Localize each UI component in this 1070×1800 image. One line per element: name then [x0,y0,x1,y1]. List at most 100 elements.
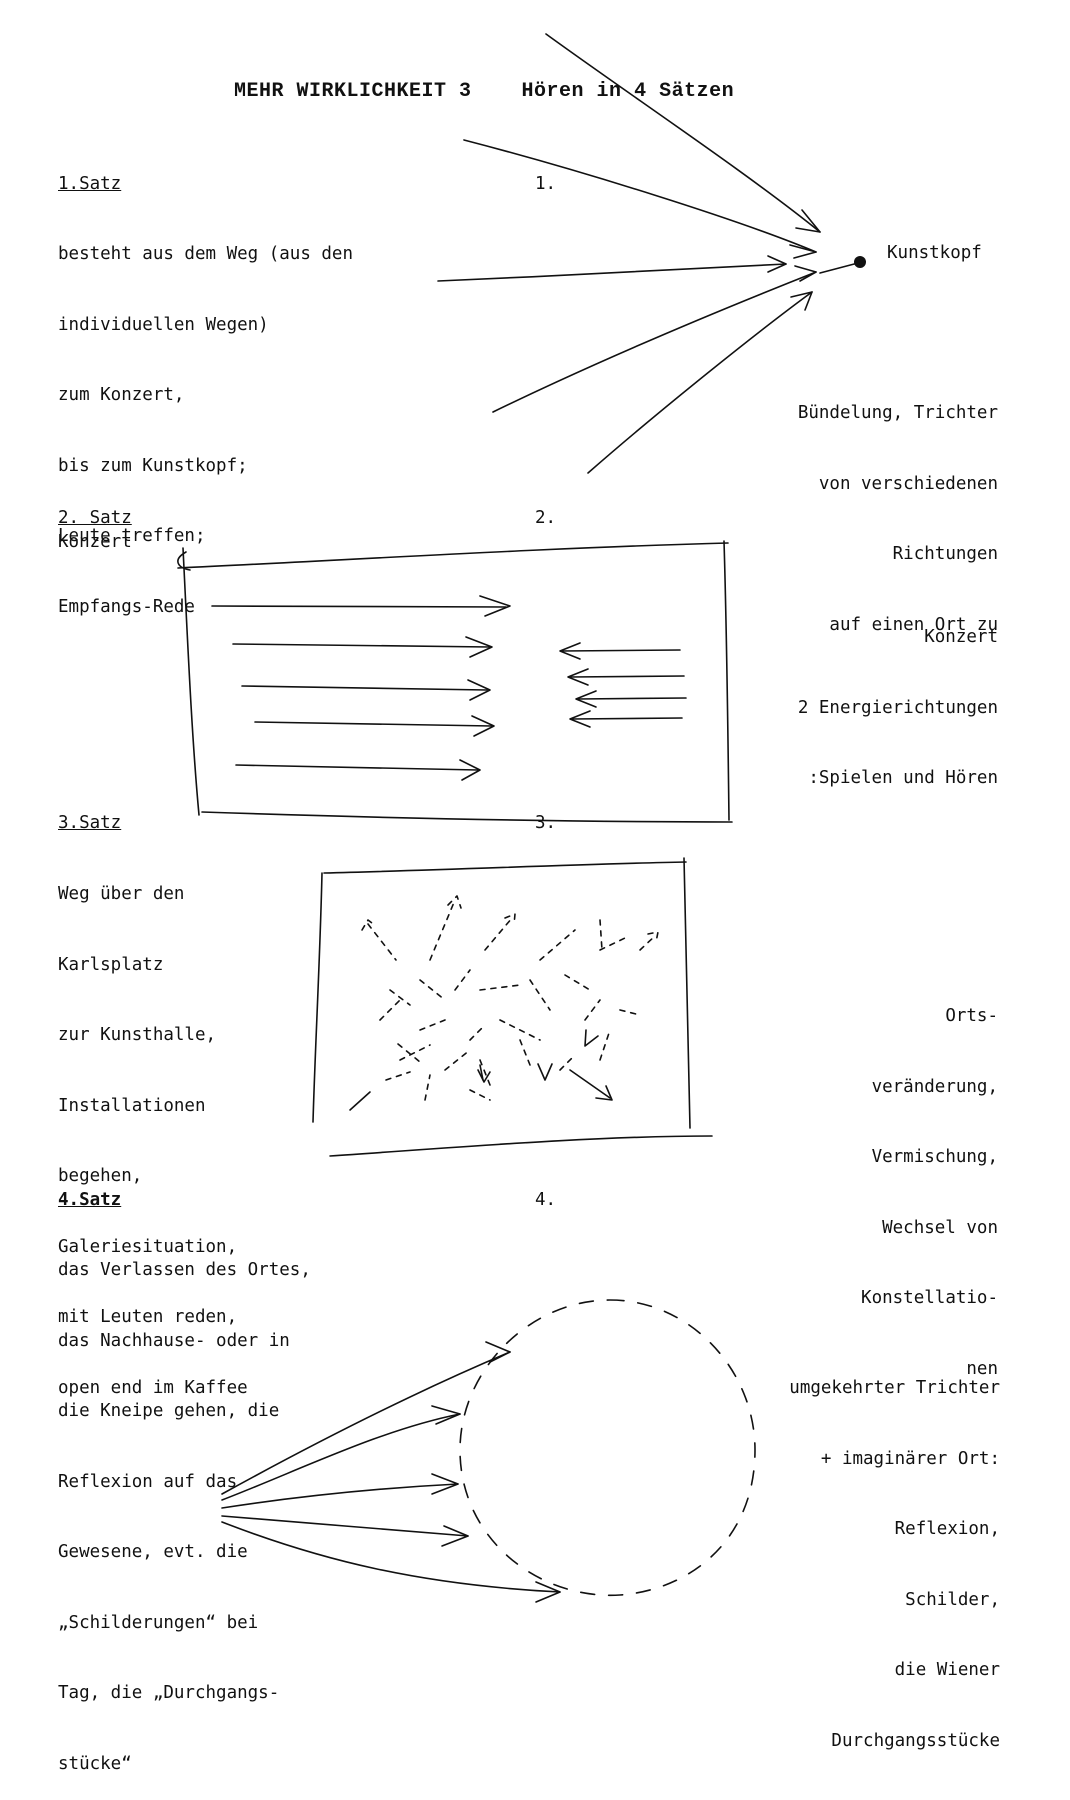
funnel-line [463,139,817,253]
arrowhead [431,1473,459,1495]
funnel-line [221,1413,461,1501]
caption-line: Schilder, [905,1589,1000,1610]
frame-line [323,861,687,874]
frame-line [723,540,730,821]
arrowhead [575,690,597,708]
body-line: Karlsplatz [58,954,164,975]
body-line: zur Kunsthalle, [58,1025,217,1045]
funnel-line [437,263,787,282]
funnel-line [545,33,821,233]
arrow-right [211,605,507,608]
funnel-line [221,1483,459,1509]
frame-line [177,542,729,569]
arrowhead [471,715,495,737]
kunstkopf-label: Kunstkopf [887,243,982,263]
arrowhead [790,291,813,311]
caption-line: nen [966,1358,998,1379]
arrowhead [567,668,589,686]
section-4-heading: 4.Satz [58,1190,122,1210]
section-2-number: 2. [535,508,557,528]
section-4-body: das Verlassen des Ortes, das Nachhause- … [58,1212,311,1800]
body-line: begehen, [58,1166,143,1186]
arrowhead [467,679,491,701]
arrowhead [441,1525,469,1547]
funnel-line [221,1351,511,1495]
arrowhead [465,636,493,658]
section-1-body: besteht aus dem Weg (aus den individuell… [58,196,353,643]
arrow-right [232,643,491,648]
arrowhead [535,1581,561,1603]
caption-line: Konstellatio- [861,1288,998,1308]
caption-line: Richtungen [892,544,998,564]
caption-line: Durchgangsstücke [831,1730,1000,1751]
funnel-line [819,262,859,274]
arrow-left [561,649,681,652]
section-2-caption: Konzert 2 Energierichtungen :Spielen und… [798,579,998,814]
section-4-number: 4. [535,1190,557,1210]
arrowhead [569,710,591,728]
arrow-right [254,721,493,727]
frame-line [312,872,323,1123]
body-line: Galeriesituation, [58,1236,238,1257]
reverse-funnel-sketch [221,1299,756,1603]
section-3-heading: 3.Satz [58,813,122,833]
arrow-right [235,764,479,771]
body-line: Reflexion auf das [58,1471,238,1492]
caption-line: Reflexion, [894,1519,1000,1539]
funnel-line [221,1515,469,1537]
section-1-caption: Bündelung, Trichter von verschiedenen Ri… [798,355,998,661]
arrowhead [789,244,817,259]
caption-line: Orts- [945,1006,998,1026]
body-line: Leute treffen; [58,526,206,546]
scatter-marks [361,895,659,1101]
section-3-number: 3. [535,813,557,833]
caption-line: Vermischung, [871,1147,998,1167]
caption-line: Bündelung, Trichter [797,403,998,423]
body-line: besteht aus dem Weg (aus den [58,244,354,264]
caption-line: die Wiener [894,1660,1000,1680]
arrow-right [241,685,488,691]
arrowhead [459,759,481,781]
arrowhead [479,595,511,617]
caption-line: von verschiedenen [818,473,998,494]
frame-line [329,1135,713,1157]
body-line: Installationen [58,1095,206,1116]
arrowhead [794,265,817,282]
movement-sketch [312,857,713,1157]
body-line: Empfangs-Rede [58,596,195,617]
section-2-heading: 2. Satz [58,508,132,528]
imaginary-place-circle [459,1299,756,1597]
caption-line: umgekehrter Trichter [789,1378,1000,1398]
arrowhead [595,1085,613,1101]
concert-sketch [177,540,733,823]
funnel-line [492,271,817,413]
arrowhead [477,1069,491,1083]
caption-line: auf einen Ort zu [829,614,998,635]
caption-line: Konzert [924,627,998,647]
caption-line: :Spielen und Hören [808,768,998,788]
arrow-left [569,675,685,678]
section-2-body: Konzert [58,532,132,552]
body-line: individuellen Wegen) [58,314,269,335]
body-line: stücke“ [58,1753,132,1774]
body-line: die Kneipe gehen, die [58,1401,280,1421]
frame-line [182,547,200,816]
section-3-body: Weg über den Karlsplatz zur Kunsthalle, … [58,836,248,1424]
body-line: das Nachhause- oder in [58,1330,290,1351]
caption-line: Wechsel von [882,1217,998,1238]
body-line: das Verlassen des Ortes, [58,1260,311,1280]
arrowhead [537,1063,553,1081]
frame-line [683,857,691,1129]
arrowhead [559,642,581,660]
arrowhead [485,1341,511,1363]
arrowhead [795,209,821,233]
funnel-line [587,291,813,474]
kunstkopf-dot [854,256,866,268]
sketch-drawings [177,33,866,1603]
section-1-heading: 1.Satz [58,174,122,194]
caption-line: 2 Energierichtungen [797,697,998,718]
arrowhead [767,255,787,273]
caption-line: + imaginärer Ort: [820,1448,1000,1469]
arrow-left [571,717,683,720]
body-line: bis zum Kunstkopf; [58,455,248,476]
